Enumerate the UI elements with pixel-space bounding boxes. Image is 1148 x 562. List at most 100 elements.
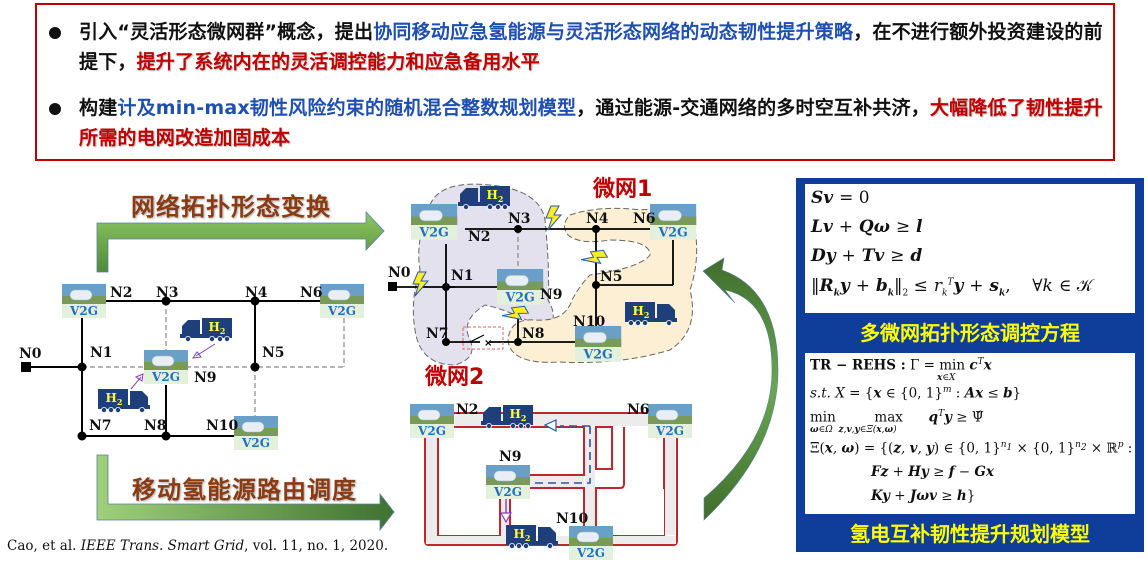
citation: Cao, et al. IEEE Trans. Smart Grid, vol.… [7,538,389,554]
node-label: N3 [508,211,531,227]
v2g-label: V2G [493,485,522,499]
node-label: N10 [206,418,239,434]
equation-line: Lv + Qω ≥ l [811,217,923,237]
node-label: N4 [245,285,268,301]
v2g-label: V2G [418,225,448,240]
planning-model-title: 氢电互补韧性提升规划模型 [850,522,1090,546]
delivery-arrow-icon [499,512,513,524]
source-node-n0 [21,362,31,372]
v2g-station-icon: V2G [568,525,614,561]
v2g-label: V2G [417,424,446,438]
v2g-station-icon: V2G [485,464,531,500]
v2g-station-icon: V2G [61,283,107,319]
v2g-label: V2G [655,424,684,438]
node-label: N6 [627,402,650,418]
equation-line: s.t. X = {x ∈ {0, 1}m : Ax ≤ b} [810,385,1022,402]
node-label: N2 [110,285,133,301]
v2g-station-icon: V2G [409,403,455,439]
equation-line: Ky + Jωv ≥ h} [871,488,976,504]
route-direction-arrow-icon [543,419,557,433]
node-label: N0 [388,265,411,281]
node-label: N6 [300,285,323,301]
node-label: N10 [556,511,589,527]
microgrid-1-label: 微网1 [592,176,652,202]
bullet1-text-2: ，在不进行额外投资建设的前提下， [79,21,1103,73]
v2g-station-icon: V2G [410,203,458,241]
lightning-fault-icon [579,245,609,272]
microgrid-2-label: 微网2 [424,364,484,390]
v2g-label: V2G [504,290,534,305]
hydrogen-routing-label: 移动氢能源路由调度 [132,476,357,504]
hydrogen-routing-arrow [96,454,395,532]
v2g-station-icon: V2G [143,349,189,385]
equation-line: Sv = 0 [811,188,870,208]
bullet1-text: 引入“灵活形态微网群”概念，提出 [79,21,374,43]
node-label: N8 [144,418,167,434]
node-label: N9 [540,287,563,303]
topology-equations-title: 多微网拓扑形态调控方程 [860,321,1080,345]
v2g-station-icon: V2G [647,403,693,439]
summary-box: 引入“灵活形态微网群”概念，提出协同移动应急氢能源与灵活形态网络的动态韧性提升策… [35,3,1115,161]
node-label: N5 [600,269,623,285]
road-network: V2G V2G V2G V2G H2 H2 N2 N6 N9 N10 [409,402,693,561]
bullet2-text-2: ，通过能源-交通网络的多时空互补共济， [576,97,930,119]
model-panel: Sv = 0 Lv + Qω ≥ l Dy + Tv ≥ d ‖Rky + bk… [796,178,1144,552]
lightning-fault-icon [545,205,562,231]
bullet-dot-icon [49,27,61,39]
v2g-station-icon: V2G [496,268,544,306]
hydrogen-truck-icon: H2 [505,524,559,549]
topology-transform-arrow [96,210,385,273]
bullet1-highlight-blue: 协同移动应急氢能源与灵活形态网络的动态韧性提升策略 [373,21,854,43]
hydrogen-truck-icon: H2 [179,317,233,343]
hydrogen-truck-icon: H2 [480,404,534,430]
node-label: N1 [451,268,474,284]
node-label: N7 [426,326,449,342]
node-label: N8 [522,326,545,342]
node-label: N0 [19,346,42,362]
hydrogen-truck-icon: H2 [457,185,511,211]
feedback-curved-arrow [702,257,779,521]
equation-line: min max qTy ≥ Ψ̂ω∈Ω z,v,y∈Ξ(x,ω) [810,409,984,435]
v2g-station-icon: V2G [649,203,697,241]
equation-line: Fz + Hy ≥ f − Gx [871,464,994,480]
v2g-label: V2G [657,225,687,240]
v2g-label: V2G [327,304,356,318]
node-label: N9 [499,449,522,465]
node-label: N7 [89,418,112,434]
citation-journal: IEEE Trans. Smart Grid [80,538,245,554]
v2g-label: V2G [582,347,612,362]
open-switch-box [462,326,504,350]
topology-transform-label: 网络拓扑形态变换 [131,193,331,221]
v2g-label: V2G [151,370,180,384]
node-label: N4 [586,211,609,227]
node-label: N2 [468,229,491,245]
equation-line: ‖Rky + bk‖2 ≤ rkTy + sk, ∀k ∈ 𝒦 [811,276,1093,299]
v2g-label: V2G [576,546,605,560]
equation-line: Dy + Tv ≥ d [811,246,923,266]
node-label: N5 [262,345,285,361]
bullet2-highlight-red: 大幅降低了韧性提升所需的电网改造加固成本 [79,97,1103,149]
equation-line: Ξ(x, ω) = {(z, v, y) ∈ {0, 1}n1 × {0, 1}… [810,440,1133,457]
route-path [534,426,591,484]
topology-equations-box: Sv = 0 Lv + Qω ≥ l Dy + Tv ≥ d ‖Rky + bk… [805,184,1135,313]
hydrogen-truck-icon: H2 [624,301,678,327]
v2g-station-icon: V2G [233,415,279,451]
node-label: N10 [573,314,606,330]
v2g-station-icon: V2G [574,325,622,363]
node-label: N9 [194,370,217,386]
svg-text:×: × [484,338,492,349]
bullet-dot-icon [49,103,61,115]
microgrid-diagram: × V2G V2G V2G V2G H2 H2 N0 N1 N2 N3 N4 N… [388,176,698,390]
v2g-label: V2G [241,436,270,450]
node-label: N6 [633,211,656,227]
node-label: N3 [156,285,179,301]
v2g-label: V2G [69,304,98,318]
bullet2-highlight-blue: 计及min-max韧性风险约束的随机混合整数规划模型 [117,97,577,119]
node-label: N2 [456,402,479,418]
hydrogen-truck-icon: H2 [97,388,151,414]
left-network: V2G V2G V2G V2G H2 H2 N0 N1 N2 N3 N4 N5 … [19,283,365,451]
bullet2-text: 构建 [79,97,118,119]
